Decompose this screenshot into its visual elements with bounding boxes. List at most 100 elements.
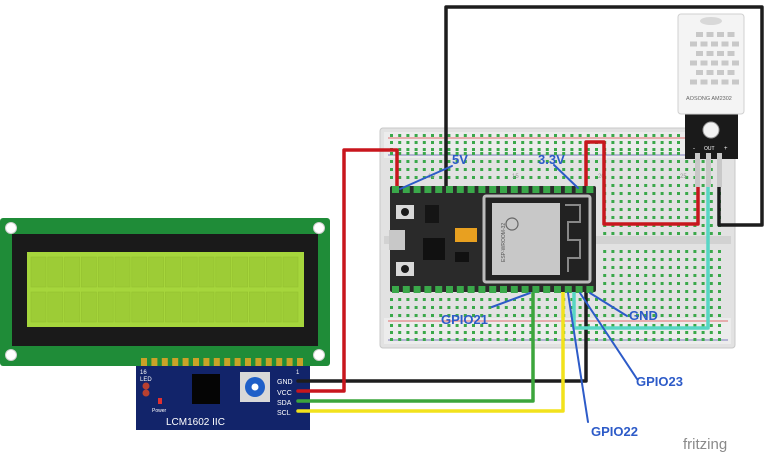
breadboard-hole — [390, 314, 393, 317]
breadboard-hole — [431, 152, 434, 155]
breadboard-hole — [603, 324, 607, 327]
sensor-pin — [706, 153, 711, 187]
wire-dht-data-cyan — [572, 184, 710, 330]
breadboard-hole — [709, 298, 713, 301]
breadboard-hole — [644, 290, 648, 293]
breadboard-hole — [709, 282, 713, 285]
breadboard-hole — [709, 232, 713, 235]
breadboard-hole — [718, 338, 721, 341]
breadboard-hole — [390, 306, 393, 309]
wire-scl-yellow — [296, 290, 565, 413]
breadboard-hole — [693, 324, 697, 327]
esp32-pin — [413, 186, 421, 193]
label-gpio23: GPIO23 — [636, 374, 683, 389]
breadboard-hole — [701, 338, 705, 341]
sensor-pin — [695, 153, 700, 187]
breadboard-hole — [685, 232, 689, 235]
breadboard-hole — [578, 152, 582, 155]
breadboard-hole — [685, 298, 689, 301]
grille-slot — [721, 79, 729, 85]
breadboard-hole — [398, 314, 402, 317]
grille-slot — [706, 70, 714, 75]
esp32-pin — [575, 286, 583, 293]
breadboard-hole — [619, 250, 623, 253]
breadboard-hole — [570, 298, 574, 301]
breadboard-hole — [677, 298, 680, 301]
pin-labels: 5V 3.3V GPIO21 GND GPIO23 GPIO22 — [441, 152, 683, 439]
breadboard-hole — [521, 148, 525, 151]
breadboard-hole — [439, 160, 443, 163]
breadboard-hole — [422, 160, 426, 163]
breadboard-hole — [414, 152, 418, 155]
breadboard-hole — [431, 176, 434, 179]
breadboard-hole — [398, 324, 402, 327]
breadboard-hole — [496, 324, 500, 327]
breadboard-hole — [439, 134, 443, 137]
breadboard-hole — [480, 338, 484, 341]
breadboard-hole — [463, 338, 467, 341]
breadboard-hole — [496, 338, 500, 341]
breadboard-hole — [627, 314, 631, 317]
breadboard-hole — [701, 290, 705, 293]
breadboard-hole — [660, 314, 664, 317]
breadboard-hole — [685, 258, 689, 261]
breadboard-hole — [660, 290, 664, 293]
breadboard-hole — [570, 168, 574, 171]
breadboard-hole — [595, 298, 598, 301]
breadboard-hole — [668, 208, 672, 211]
breadboard-hole — [627, 266, 631, 269]
breadboard-hole — [685, 192, 689, 195]
pin-label-vcc: VCC — [277, 390, 292, 397]
breadboard-hole — [447, 338, 451, 341]
lcd-char-cell — [249, 291, 265, 323]
breadboard-hole — [529, 152, 533, 155]
breadboard-hole — [398, 331, 402, 334]
wire-vcc-red — [296, 148, 399, 393]
breadboard-hole — [652, 168, 656, 171]
breadboard-hole — [636, 324, 639, 327]
breadboard-hole — [636, 152, 639, 155]
breadboard-hole — [668, 290, 672, 293]
grille-slot — [732, 60, 739, 66]
grille-slot — [700, 60, 708, 66]
esp32-pin — [392, 286, 399, 293]
breadboard-hole — [603, 274, 607, 277]
breadboard-hole — [398, 160, 402, 163]
breadboard-hole — [504, 152, 508, 155]
breadboard-hole — [463, 324, 467, 327]
breadboard-hole — [709, 324, 713, 327]
breadboard-hole — [455, 331, 459, 334]
breadboard-hole — [439, 176, 443, 179]
lcd-char-cell — [282, 256, 299, 288]
breadboard-hole — [644, 232, 648, 235]
breadboard-hole — [545, 134, 549, 137]
grille-slot — [690, 79, 697, 85]
breadboard-hole — [455, 338, 459, 341]
breadboard-hole — [644, 184, 648, 187]
grille-slot — [721, 41, 729, 47]
grille-slot — [696, 70, 703, 75]
breadboard-hole — [554, 324, 557, 327]
breadboard-hole — [390, 134, 393, 137]
breadboard-hole — [611, 208, 615, 211]
breadboard-hole — [611, 148, 615, 151]
breadboard-hole — [422, 331, 426, 334]
breadboard-hole — [513, 324, 516, 327]
breadboard-hole — [488, 298, 492, 301]
breadboard-col-marker: 25 — [680, 174, 687, 180]
breadboard-hole — [652, 176, 656, 179]
arrow-gpio21 — [491, 292, 531, 308]
breadboard-hole — [595, 338, 598, 341]
breadboard-hole — [668, 176, 672, 179]
breadboard-hole — [652, 274, 656, 277]
breadboard-hole — [447, 168, 451, 171]
breadboard-hole — [422, 168, 426, 171]
breadboard-hole — [578, 148, 582, 151]
breadboard-hole — [488, 141, 492, 144]
breadboard-hole — [619, 274, 623, 277]
breadboard-hole — [709, 266, 713, 269]
breadboard-hole — [677, 306, 680, 309]
breadboard-hole — [595, 160, 598, 163]
breadboard-hole — [677, 168, 680, 171]
breadboard-hole — [595, 306, 598, 309]
